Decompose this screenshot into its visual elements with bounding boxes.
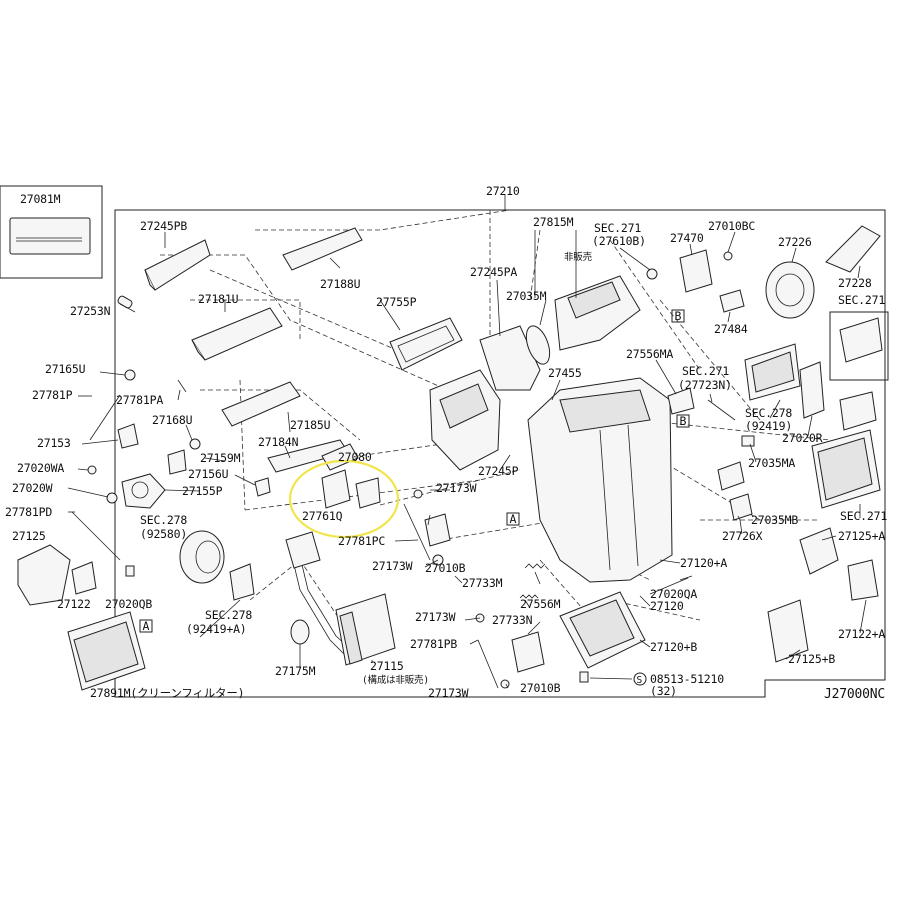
callout-27173W-4: 27173W (428, 686, 469, 700)
callout-sec271-c: SEC.271 (682, 364, 729, 378)
symbol-s: S (637, 675, 643, 686)
callout-27153: 27153 (37, 436, 71, 450)
callout-27115: 27115 (370, 659, 404, 673)
callout-27755P: 27755P (376, 295, 417, 309)
callout-27010BC: 27010BC (708, 219, 755, 233)
callout-27125B: 27125+B (788, 652, 835, 666)
callout-92580: (92580) (140, 527, 187, 541)
callout-27120A: 27120+A (680, 556, 727, 570)
callout-08513: 08513-51210 (650, 672, 724, 686)
callout-27455: 27455 (548, 366, 582, 380)
callout-27010B-2: 27010B (520, 681, 561, 695)
callout-92419A: (92419+A) (186, 622, 247, 636)
callout-27175M: 27175M (275, 664, 316, 678)
callout-27120B: 27120+B (650, 640, 697, 654)
callout-27020W: 27020W (12, 481, 53, 495)
callout-27184N: 27184N (258, 435, 299, 449)
callout-27122: 27122 (57, 597, 91, 611)
callout-27761Q: 27761Q (302, 509, 343, 523)
callout-27253N: 27253N (70, 304, 111, 318)
callout-27115-note: (構成は非販売) (362, 674, 429, 686)
callout-27610B: (27610B) (592, 234, 646, 248)
callout-27165U: 27165U (45, 362, 86, 376)
callout-27035MA: 27035MA (748, 456, 795, 470)
callout-27470: 27470 (670, 231, 704, 245)
callout-27173W-3: 27173W (415, 610, 456, 624)
main-frame (114, 209, 886, 698)
callout-sec271-a: SEC.271 (594, 221, 641, 235)
callout-92419: (92419) (745, 419, 792, 433)
callout-27035MB: 27035MB (751, 513, 798, 527)
callout-27781PD: 27781PD (5, 505, 52, 519)
callout-27120: 27120 (650, 599, 684, 613)
callout-27726X: 27726X (722, 529, 763, 543)
callout-27781PC: 27781PC (338, 534, 385, 548)
callout-27245PB: 27245PB (140, 219, 187, 233)
ref-mark-a-2: A (510, 512, 517, 526)
inset-box-27081M (0, 185, 103, 279)
part-27081M (9, 217, 91, 255)
callout-27245P: 27245P (478, 464, 519, 478)
callout-27185U: 27185U (290, 418, 331, 432)
callout-sec278-a: SEC.278 (140, 513, 187, 527)
callout-27226: 27226 (778, 235, 812, 249)
callout-27173W-1: 27173W (436, 481, 477, 495)
callout-27245PA: 27245PA (470, 265, 517, 279)
callout-27188U: 27188U (320, 277, 361, 291)
callout-27173W-2: 27173W (372, 559, 413, 573)
callout-32: (32) (650, 684, 677, 698)
callout-27781P: 27781P (32, 388, 73, 402)
highlight-ring-27761Q (288, 459, 400, 539)
callout-sec271-b: SEC.271 (838, 293, 885, 307)
callout-27020R: 27020R (782, 431, 823, 445)
callout-27125: 27125 (12, 529, 46, 543)
callout-sec271-d: SEC.271 (840, 509, 887, 523)
ref-mark-b-2: B (680, 414, 687, 428)
callout-27155P: 27155P (182, 484, 223, 498)
callout-27484: 27484 (714, 322, 748, 336)
callout-27556MA: 27556MA (626, 347, 673, 361)
callout-27020QA: 27020QA (650, 587, 697, 601)
inset-box-sec271 (829, 311, 889, 381)
callout-labels: 27081M 27210 27245PB 27188U 27253N 27181… (5, 184, 888, 700)
callout-27080: 27080 (338, 450, 372, 464)
callout-27020WA: 27020WA (17, 461, 64, 475)
callout-27556M: 27556M (520, 597, 561, 611)
callout-27181U: 27181U (198, 292, 239, 306)
part-shapes (17, 225, 883, 691)
callout-27122A: 27122+A (838, 627, 885, 641)
callout-27815M: 27815M (533, 215, 574, 229)
callout-27781PB: 27781PB (410, 637, 457, 651)
callout-27733N: 27733N (492, 613, 533, 627)
callout-27228: 27228 (838, 276, 872, 290)
callout-27156U: 27156U (188, 467, 229, 481)
callout-sec278-b: SEC.278 (205, 608, 252, 622)
leader-lines (67, 195, 867, 689)
callout-sec278-c: SEC.278 (745, 406, 792, 420)
callout-27081M: 27081M (20, 192, 61, 206)
callout-27035M: 27035M (506, 289, 547, 303)
reference-marks: A A B B S (139, 309, 690, 686)
diagram-id: J27000NC (824, 687, 885, 702)
callout-27781PA: 27781PA (116, 393, 163, 407)
callout-27168U: 27168U (152, 413, 193, 427)
callout-27891M: 27891M(クリーンフィルター) (90, 686, 244, 700)
callout-hanbai: 非販売 (564, 251, 592, 263)
callout-27159M: 27159M (200, 451, 241, 465)
ref-mark-b-1: B (675, 309, 682, 323)
callout-27125A: 27125+A (838, 529, 885, 543)
ref-mark-a-1: A (143, 619, 150, 633)
callout-27210: 27210 (486, 184, 520, 198)
callout-27733M: 27733M (462, 576, 503, 590)
callout-27723N: (27723N) (678, 378, 732, 392)
callout-27020QB: 27020QB (105, 597, 152, 611)
callout-27010B-1: 27010B (425, 561, 466, 575)
